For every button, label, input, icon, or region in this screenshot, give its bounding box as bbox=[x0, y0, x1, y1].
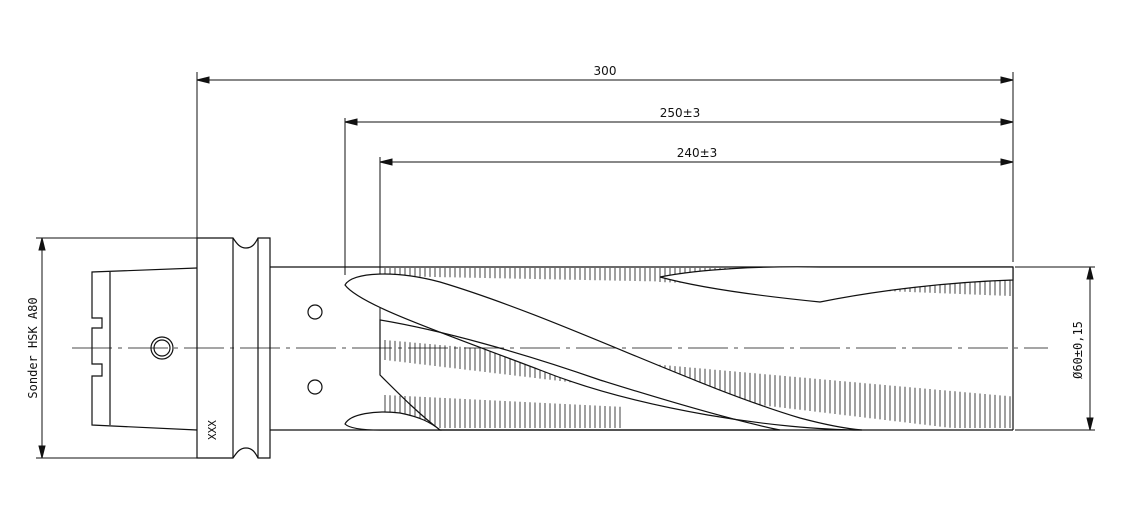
arrow-top bbox=[38, 237, 46, 251]
arrow-bottom bbox=[1086, 417, 1094, 431]
arrow-left bbox=[344, 118, 358, 126]
marking-label: XXX bbox=[206, 420, 219, 440]
arrow-top bbox=[1086, 266, 1094, 280]
arrow-right bbox=[1000, 118, 1014, 126]
flute-4-tip bbox=[344, 411, 442, 431]
diameter-label: Ø60±0,15 bbox=[1071, 321, 1085, 379]
flute-length-label: 250±3 bbox=[660, 106, 701, 120]
overall-length-label: 300 bbox=[594, 64, 617, 78]
dimension-diameter bbox=[1015, 266, 1095, 431]
dimension-flute-length bbox=[344, 118, 1014, 275]
dimension-overall-length bbox=[196, 72, 1014, 262]
cutting-length-label: 240±3 bbox=[677, 146, 718, 160]
flange-outline bbox=[196, 237, 271, 459]
arrow-right bbox=[1000, 76, 1014, 84]
flute-1 bbox=[344, 273, 863, 431]
holder-label: Sonder HSK A80 bbox=[26, 297, 40, 398]
arrow-right bbox=[1000, 158, 1014, 166]
hsk-taper-shank bbox=[91, 267, 198, 431]
dimension-holder bbox=[36, 237, 197, 459]
flute-2 bbox=[659, 266, 1014, 303]
flute-outlines bbox=[344, 266, 1014, 431]
coolant-hole-top bbox=[307, 304, 323, 320]
flute-3 bbox=[379, 319, 781, 431]
arrow-left bbox=[379, 158, 393, 166]
arrow-left bbox=[196, 76, 210, 84]
arrow-bottom bbox=[38, 445, 46, 459]
taper-outline bbox=[91, 267, 198, 431]
coolant-hole-bottom bbox=[307, 379, 323, 395]
